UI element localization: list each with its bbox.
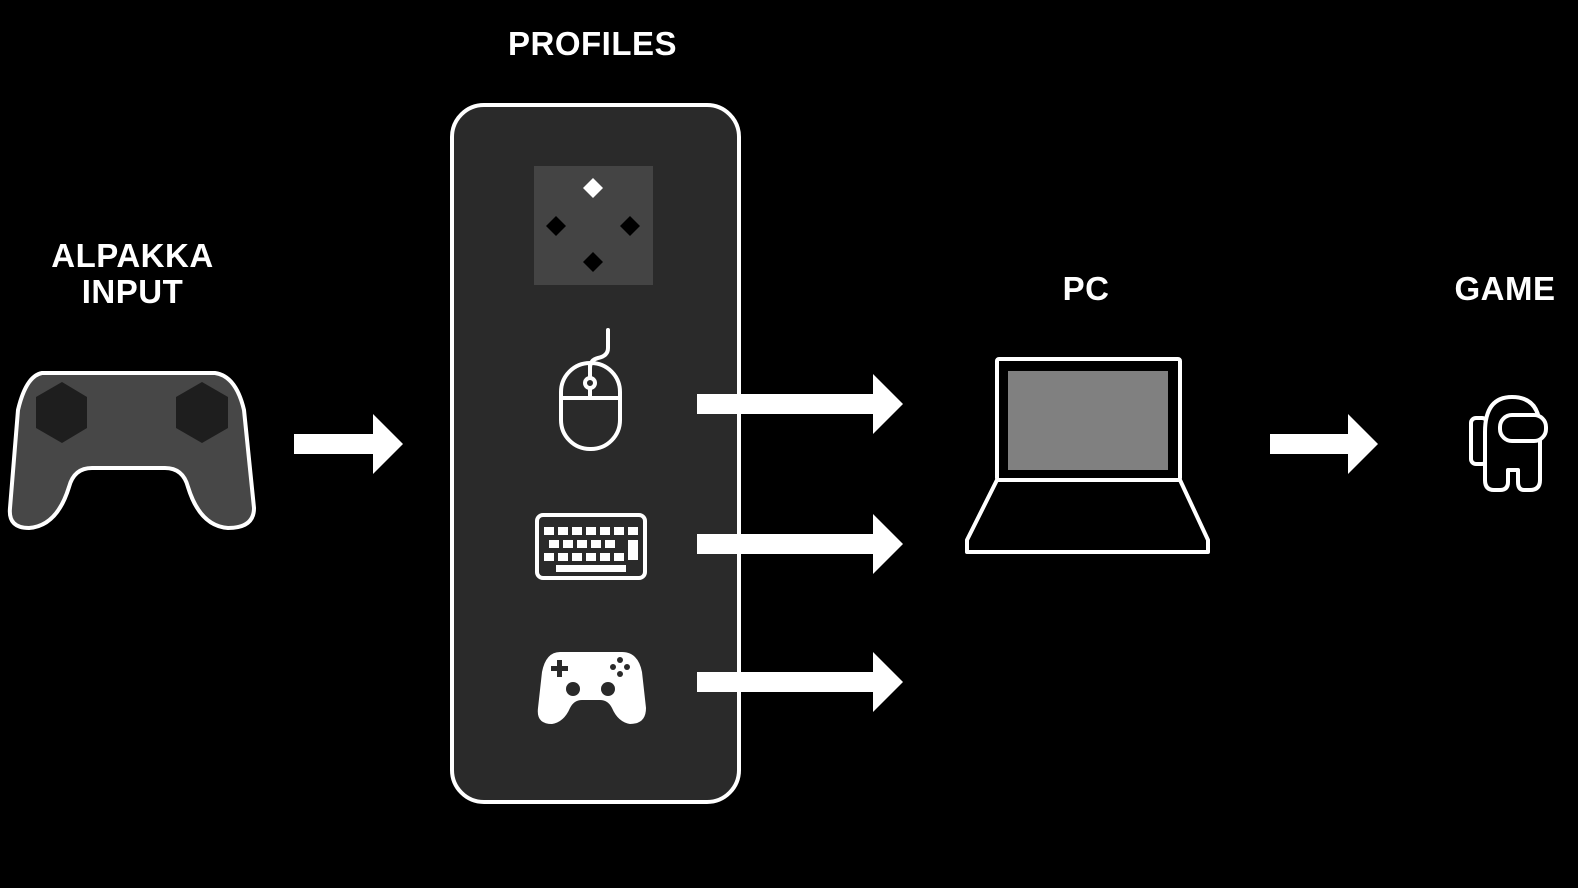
crewmate-icon (1469, 395, 1548, 492)
dpad-selector-icon (534, 166, 653, 285)
keyboard-icon (535, 513, 647, 580)
left-stick (36, 382, 87, 443)
arrow-input-to-profiles (294, 414, 403, 474)
alpakka-input-label-line1: ALPAKKA (51, 237, 214, 274)
arrow-mouse-to-pc (697, 374, 903, 434)
laptop-icon (965, 357, 1210, 554)
alpakka-input-label: ALPAKKA INPUT (30, 238, 235, 310)
arrow-gamepad-to-pc (697, 652, 903, 712)
profiles-label: PROFILES (507, 25, 678, 62)
arrow-keyboard-to-pc (697, 514, 903, 574)
right-stick (176, 382, 228, 443)
mouse-icon (559, 328, 622, 451)
game-label: GAME (1454, 270, 1556, 307)
gamepad-icon (537, 652, 646, 724)
alpakka-controller-icon (7, 371, 256, 530)
profiles-panel (450, 103, 741, 804)
arrow-pc-to-game (1270, 414, 1378, 474)
pc-label: PC (1062, 270, 1110, 307)
alpakka-input-label-line2: INPUT (81, 273, 184, 310)
